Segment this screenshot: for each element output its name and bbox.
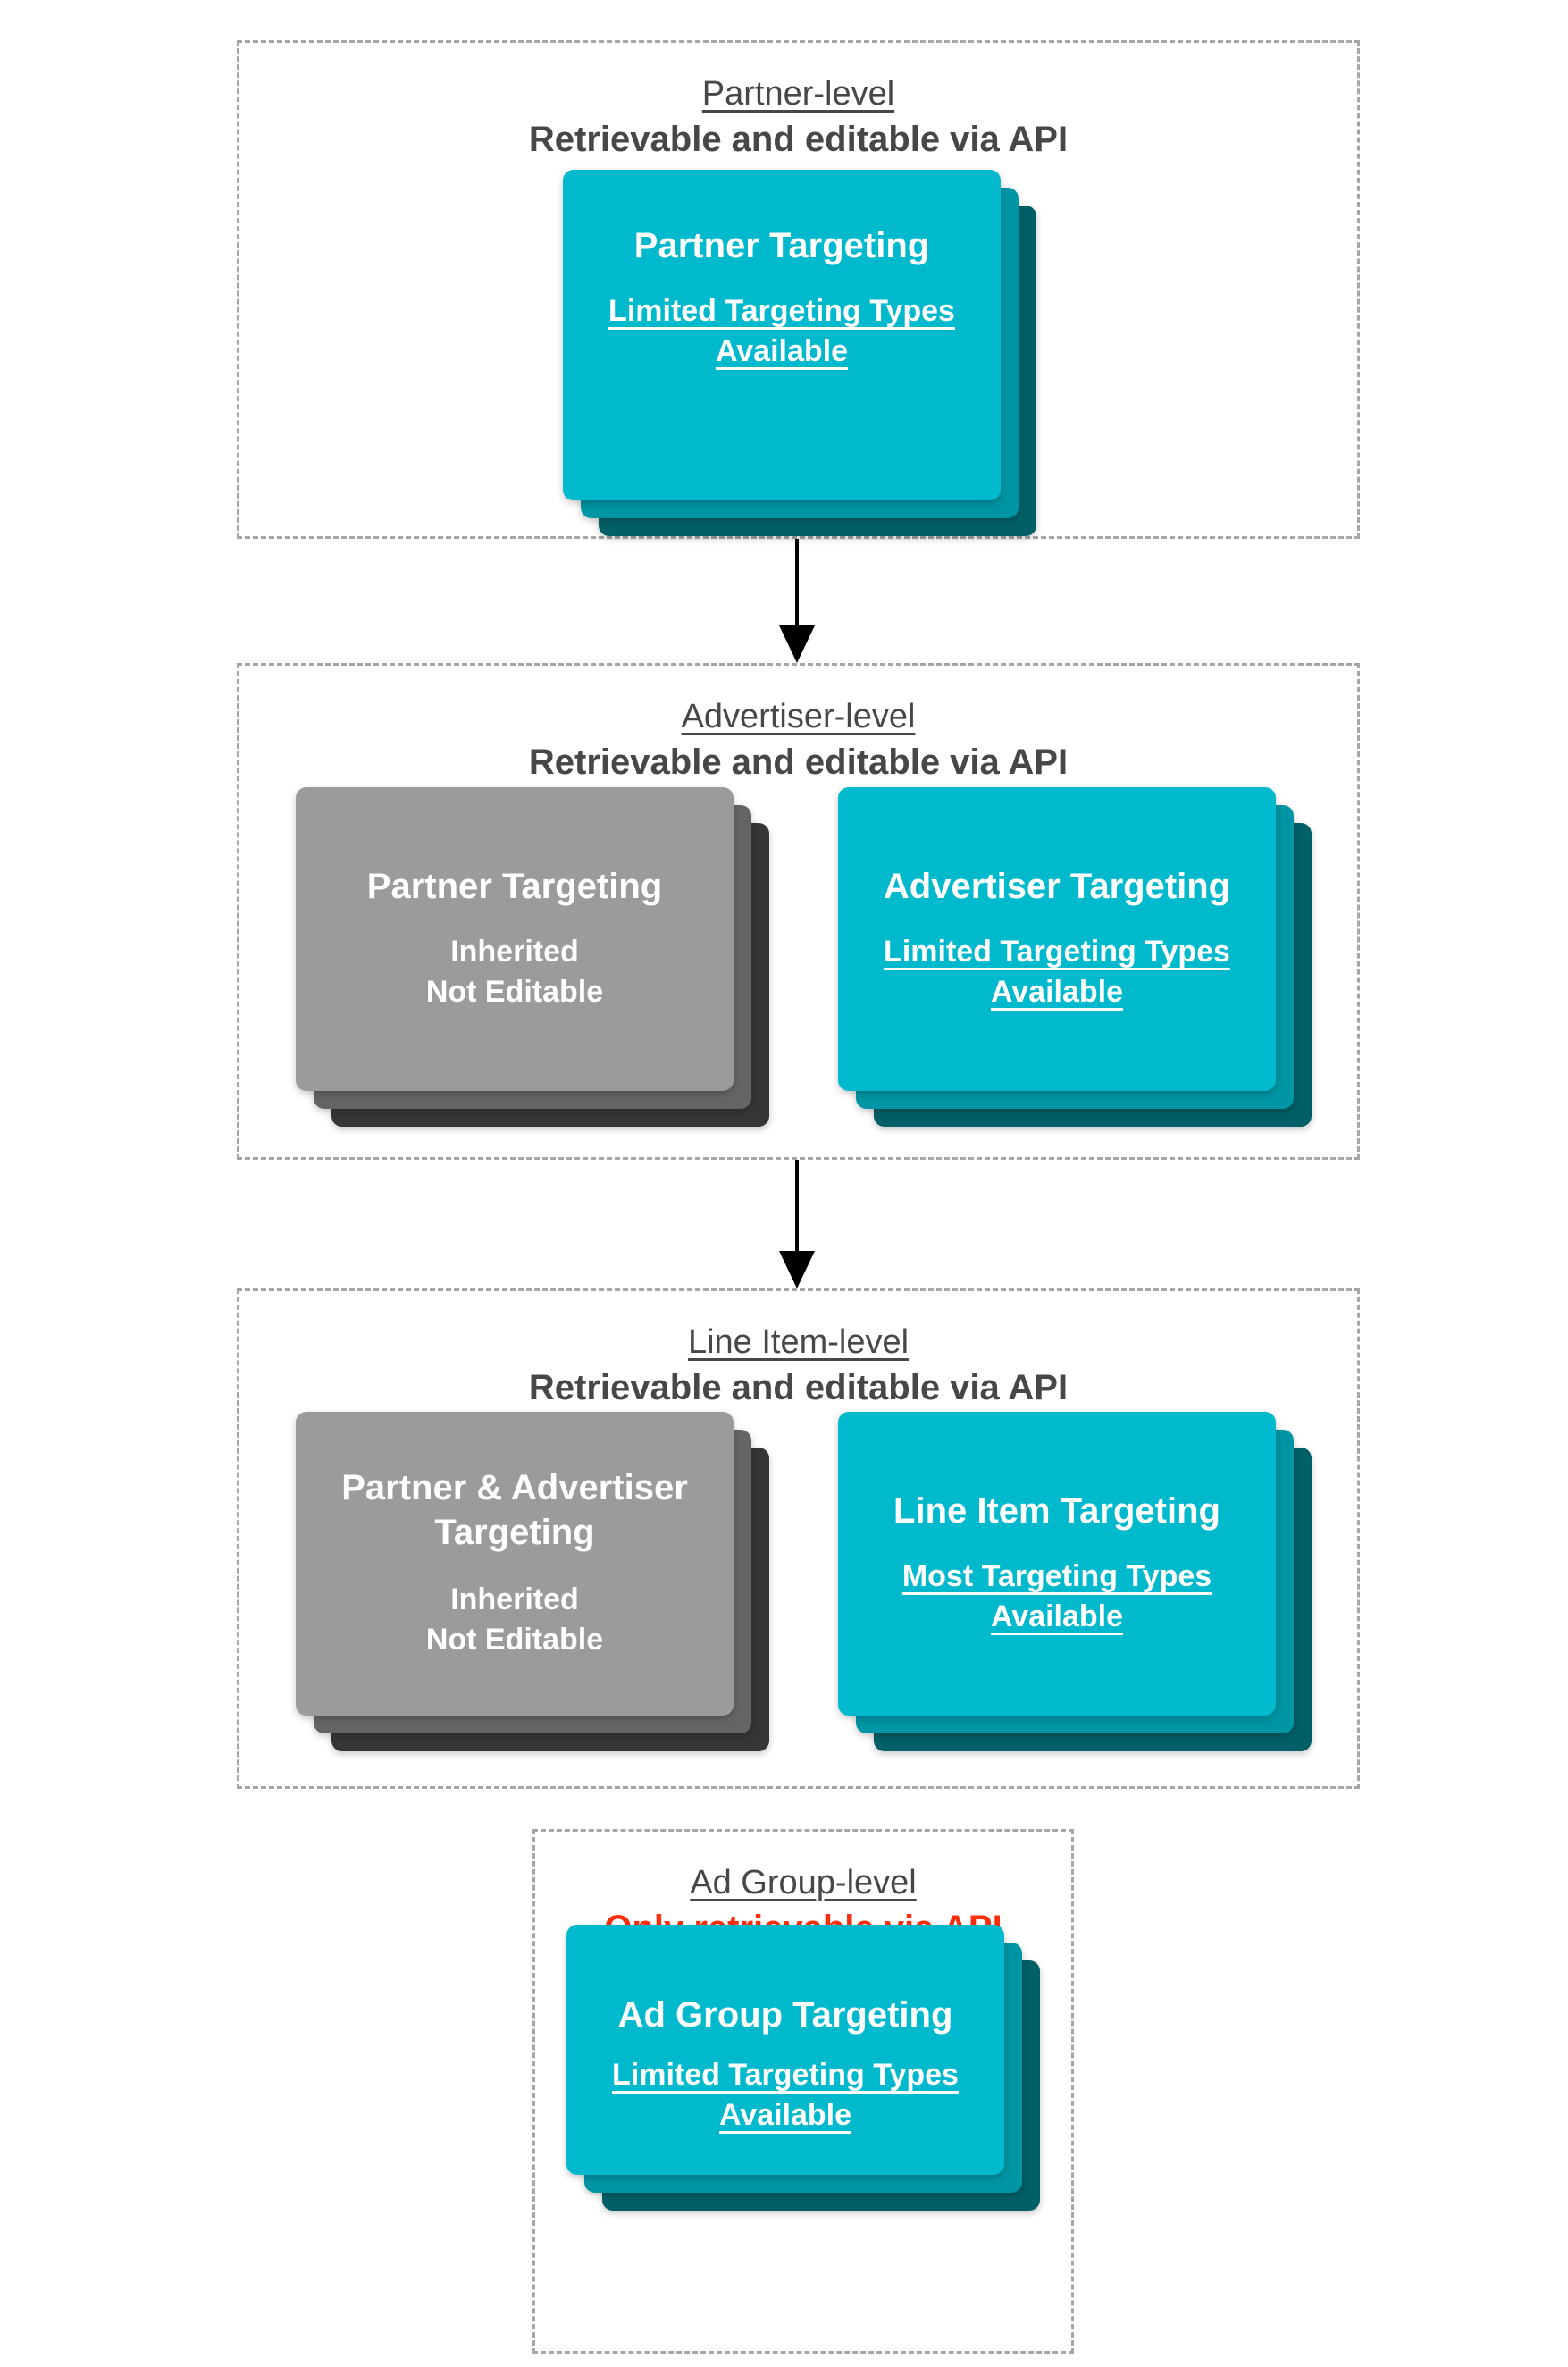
card-title: Line Item Targeting (893, 1491, 1220, 1531)
partner-targeting-card: Partner Targeting Limited Targeting Type… (563, 170, 1001, 500)
card-subtitle: Inherited Not Editable (425, 935, 604, 1009)
card-title: Partner Targeting (366, 867, 663, 906)
arrow-shaft (795, 539, 799, 627)
advertiser-targeting-card: Advertiser Targeting Limited Targeting T… (838, 787, 1276, 1091)
section-subtitle: Retrievable and editable via API (528, 743, 1069, 782)
card-subtitle: Limited Targeting Types Available (884, 935, 1230, 1009)
section-subtitle: Retrievable and editable via API (528, 1368, 1069, 1407)
section-header: Advertiser-level Retrievable and editabl… (239, 666, 1357, 785)
card-title: Ad Group Targeting (617, 1995, 953, 2035)
arrow-shaft (795, 1160, 799, 1253)
section-subtitle: Retrievable and editable via API (528, 120, 1069, 159)
card-title: Advertiser Targeting (883, 867, 1231, 906)
card-subtitle: Limited Targeting Types Available (612, 2058, 959, 2132)
section-title: Advertiser-level (681, 698, 916, 735)
ad-group-targeting-card: Ad Group Targeting Limited Targeting Typ… (566, 1925, 1004, 2175)
card-title: Partner & Advertiser Targeting (341, 1468, 688, 1552)
card-subtitle: Most Targeting Types Available (901, 1559, 1212, 1633)
arrow-head (779, 1251, 815, 1288)
down-arrow-icon (779, 539, 815, 663)
section-title: Line Item-level (687, 1323, 910, 1361)
inherited-partner-advertiser-targeting-card: Partner & Advertiser Targeting Inherited… (296, 1412, 734, 1716)
card-subtitle: Limited Targeting Types Available (608, 294, 955, 368)
section-title: Partner-level (701, 75, 895, 113)
down-arrow-icon (779, 1160, 815, 1288)
arrow-head (779, 625, 815, 663)
card-subtitle: Inherited Not Editable (425, 1582, 604, 1657)
inherited-partner-targeting-card: Partner Targeting Inherited Not Editable (296, 787, 734, 1091)
section-header: Partner-level Retrievable and editable v… (239, 43, 1357, 163)
section-title: Ad Group-level (690, 1864, 917, 1901)
line-item-targeting-card: Line Item Targeting Most Targeting Types… (838, 1412, 1276, 1716)
section-header: Line Item-level Retrievable and editable… (239, 1291, 1357, 1411)
card-title: Partner Targeting (633, 226, 930, 265)
